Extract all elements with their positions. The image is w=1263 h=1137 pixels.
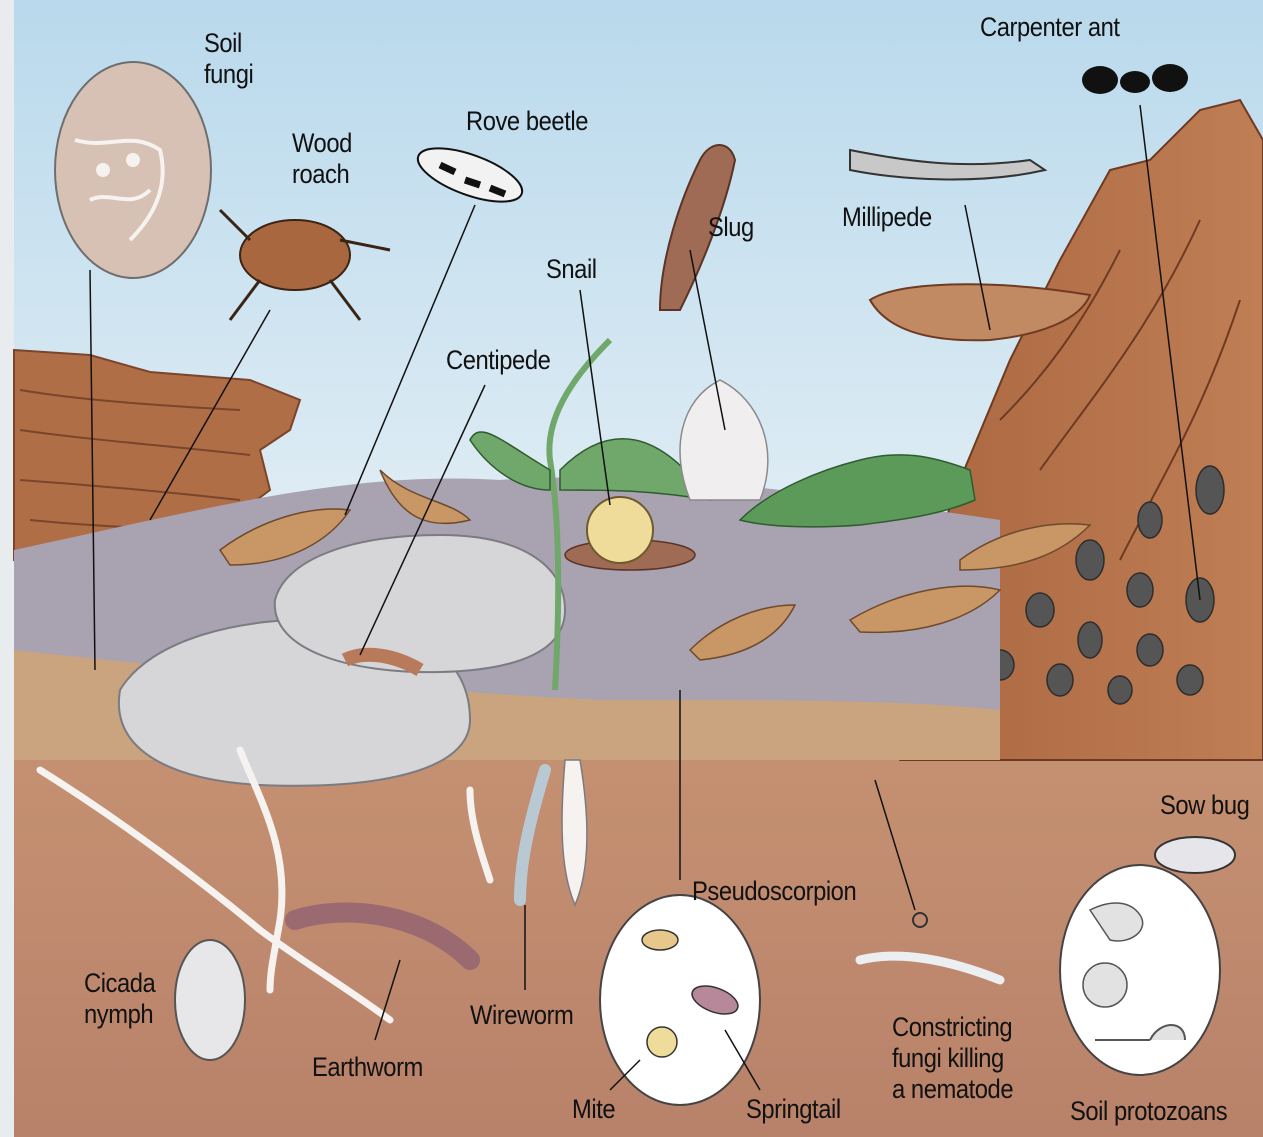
label-earthworm: Earthworm [312, 1052, 423, 1083]
label-soil-protozoans: Soil protozoans [1070, 1096, 1227, 1127]
label-mite: Mite [572, 1094, 615, 1125]
label-constricting-fungi: Constricting fungi killing a nematode [892, 1012, 1013, 1105]
label-soil-fungi: Soil fungi [204, 28, 253, 90]
label-snail: Snail [546, 254, 597, 285]
label-pseudoscorpion: Pseudoscorpion [692, 876, 856, 907]
soil-protozoans-inset [1060, 865, 1220, 1075]
label-millipede: Millipede [842, 202, 932, 233]
label-cicada-nymph: Cicada nymph [84, 968, 155, 1030]
label-springtail: Springtail [746, 1094, 841, 1125]
left-margin-strip [0, 0, 14, 1137]
label-sow-bug: Sow bug [1160, 790, 1249, 821]
upper-rock [275, 535, 565, 672]
soil-fungi-inset [55, 62, 211, 278]
sow-bug [1155, 837, 1235, 873]
wood-roach [240, 220, 350, 290]
label-carpenter-ant: Carpenter ant [980, 12, 1120, 43]
label-wireworm: Wireworm [470, 1000, 573, 1031]
cicada-nymph [175, 940, 245, 1060]
label-wood-roach: Wood roach [292, 128, 352, 190]
label-rove-beetle: Rove beetle [466, 106, 588, 137]
label-centipede: Centipede [446, 345, 550, 376]
label-slug: Slug [708, 212, 754, 243]
